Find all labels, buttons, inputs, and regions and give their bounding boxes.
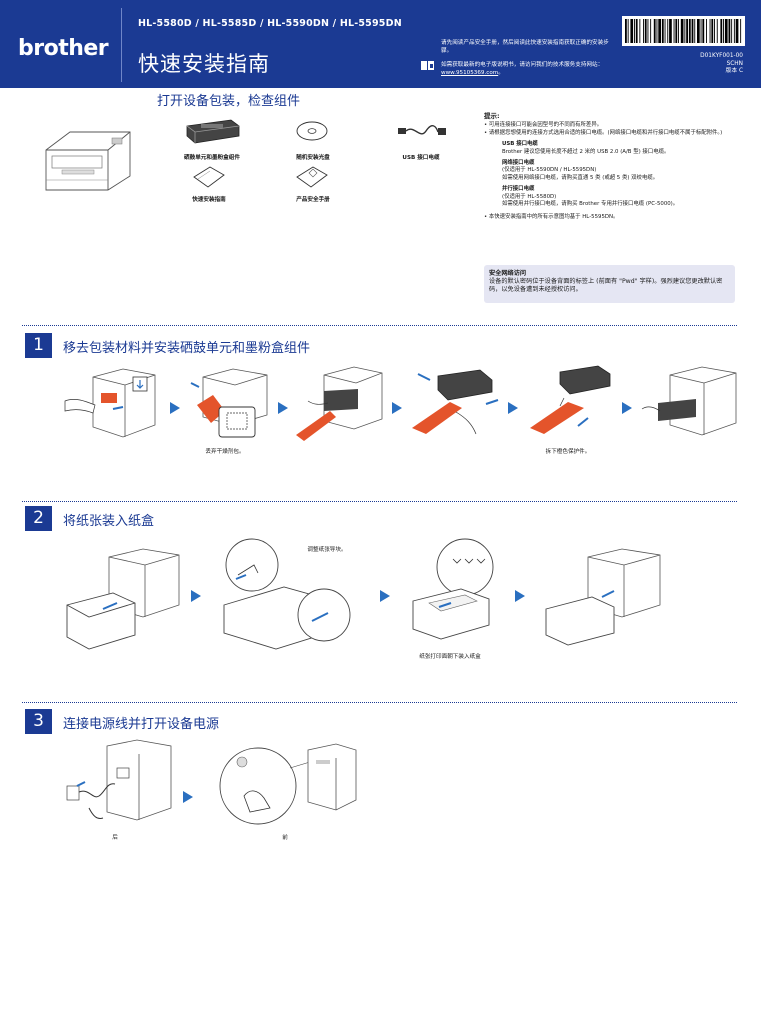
step3-illustration-front bbox=[219, 743, 357, 825]
component-label-drum: 硒鼓单元和墨粉盒组件 bbox=[184, 155, 240, 161]
doc-language: SCHN bbox=[726, 60, 743, 67]
tip-line-3: • 本快速安装指南中的所有示意图均基于 HL-5595DN。 bbox=[484, 214, 619, 221]
step-3-title: 连接电源线并打开设备电源 bbox=[63, 717, 220, 732]
page-title: 快速安装指南 bbox=[138, 52, 270, 76]
component-label-cd: 随机安装光盘 bbox=[296, 155, 330, 161]
drum-toner-icon bbox=[186, 119, 240, 144]
document-id: D01KYF001-00 SCHN 版本 C bbox=[700, 53, 743, 76]
safety-manual-icon bbox=[296, 166, 328, 188]
tip-usb: USB 接口电缆 Brother 建议您使用长度不超过 2 米的 USB 2.0… bbox=[502, 141, 670, 155]
step-arrow bbox=[278, 402, 288, 414]
step-arrow bbox=[380, 590, 390, 602]
step3-illustration-back bbox=[66, 739, 172, 821]
model-list: HL-5580D / HL-5585D / HL-5590DN / HL-559… bbox=[138, 18, 402, 29]
step1-illustration-2 bbox=[190, 368, 268, 438]
barcode bbox=[622, 16, 745, 46]
tips-panel: 提示: • 可用连接接口可能会因型号的不同而有所差异。 • 请根据您想使用的连接… bbox=[484, 112, 740, 222]
step2-illustration-3 bbox=[412, 538, 494, 640]
step-arrow bbox=[515, 590, 525, 602]
guide-icon bbox=[193, 166, 225, 188]
divider-step-3 bbox=[22, 702, 737, 703]
header-divider bbox=[121, 8, 122, 82]
doc-version: 版本 C bbox=[725, 68, 743, 74]
step-arrow bbox=[170, 402, 180, 414]
security-title: 安全网络访问 bbox=[489, 270, 527, 277]
step-1-number: 1 bbox=[25, 333, 52, 358]
doc-code: D01KYF001-00 bbox=[700, 53, 743, 59]
safety-note: 请先阅读产品安全手册，然后阅读此快速安装指南获取正确的安装步骤。 bbox=[441, 40, 609, 54]
tip-parallel: 并行接口电缆 (仅适用于 HL-5580D) 如需使用并行接口电缆，请购买 Br… bbox=[502, 186, 679, 208]
caption-paper-face-down: 纸张打印面朝下装入纸盒 bbox=[419, 654, 481, 660]
security-text: 设备的默认密码位于设备背面的标签上 (前面有 "Pwd" 字样)。强烈建议您更改… bbox=[489, 278, 723, 293]
printer-illustration bbox=[45, 131, 131, 191]
brother-logo: brother bbox=[18, 36, 109, 61]
step-arrow bbox=[183, 791, 193, 803]
step-arrow bbox=[191, 590, 201, 602]
divider-step-2 bbox=[22, 501, 737, 502]
caption-front: 前 bbox=[282, 835, 288, 841]
step-1-title: 移去包装材料并安装硒鼓单元和墨粉盒组件 bbox=[63, 341, 311, 356]
step-3-number: 3 bbox=[25, 709, 52, 734]
cd-icon bbox=[296, 121, 328, 141]
component-label-guide: 快速安装指南 bbox=[192, 197, 226, 203]
tip-line-1: • 可用连接接口可能会因型号的不同而有所差异。 bbox=[484, 122, 603, 129]
component-label-usb: USB 接口电缆 bbox=[402, 155, 440, 161]
tips-title: 提示: bbox=[484, 112, 500, 120]
step2-illustration-2 bbox=[223, 538, 351, 650]
step2-illustration-4 bbox=[545, 548, 661, 646]
caption-remove-orange: 拆下橙色保护件。 bbox=[545, 449, 591, 455]
step1-illustration-1 bbox=[64, 368, 156, 438]
book-icon bbox=[421, 61, 434, 70]
support-url-link[interactable]: www.95105369.com bbox=[441, 70, 499, 76]
step-arrow bbox=[622, 402, 632, 414]
caption-adjust-guides: 调整纸张导块。 bbox=[307, 547, 347, 553]
divider-step-1 bbox=[22, 325, 737, 326]
tip-network: 网络接口电缆 (仅适用于 HL-5590DN / HL-5595DN) 如需使用… bbox=[502, 160, 659, 181]
usb-cable-icon bbox=[398, 125, 446, 135]
step1-illustration-6 bbox=[641, 366, 737, 436]
step2-illustration-1 bbox=[66, 548, 180, 650]
header-banner: brother HL-5580D / HL-5585D / HL-5590DN … bbox=[0, 0, 761, 88]
component-label-safety: 产品安全手册 bbox=[296, 197, 330, 203]
caption-back: 后 bbox=[112, 835, 118, 841]
barcode-icon bbox=[625, 19, 742, 43]
step1-illustration-4 bbox=[412, 369, 499, 435]
step-arrow bbox=[392, 402, 402, 414]
security-notice: 安全网络访问 设备的默认密码位于设备背面的标签上 (前面有 "Pwd" 字样)。… bbox=[484, 265, 735, 303]
step1-illustration-5 bbox=[530, 365, 611, 434]
unpack-title: 打开设备包装，检查组件 bbox=[157, 94, 301, 109]
online-manual-note: 如需获取最新的电子版说明书，请访问我们的技术服务支持网站：www.9510536… bbox=[441, 62, 604, 76]
step1-illustration-3 bbox=[296, 366, 383, 441]
step-2-number: 2 bbox=[25, 506, 52, 531]
tip-line-2: • 请根据您想使用的连接方式选用合适的接口电缆。(网络接口电缆和并行接口电缆不属… bbox=[484, 129, 723, 136]
caption-desiccant: 丢弃干燥剂包。 bbox=[205, 449, 245, 455]
step-2-title: 将纸张装入纸盒 bbox=[63, 514, 155, 529]
step-arrow bbox=[508, 402, 518, 414]
